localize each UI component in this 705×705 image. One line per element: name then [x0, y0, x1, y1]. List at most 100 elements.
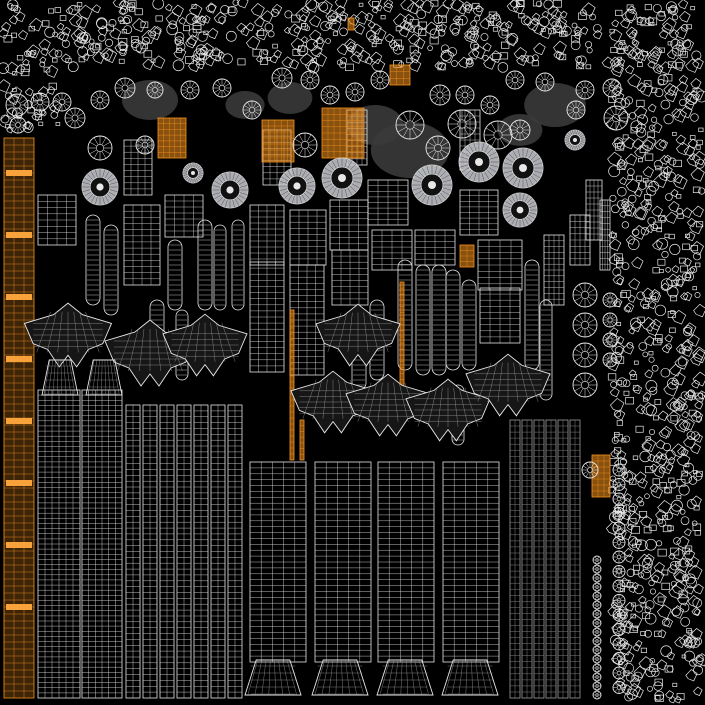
fin-shape	[465, 353, 551, 417]
fragment	[611, 60, 625, 74]
fragment	[509, 0, 520, 9]
fragment	[673, 174, 688, 190]
wheel-spokes	[613, 565, 625, 578]
fragment-rect	[516, 0, 525, 7]
fragment	[694, 400, 704, 410]
wheel-spokes	[582, 462, 598, 478]
fragment	[644, 335, 655, 347]
fragment	[690, 167, 705, 182]
fragment-circle	[680, 616, 690, 627]
fragment	[614, 456, 628, 470]
capsule-lines	[169, 244, 181, 306]
wheel-shape	[572, 372, 598, 398]
fragment	[690, 78, 702, 90]
wheel-spokes	[593, 682, 601, 690]
fragment	[373, 27, 387, 41]
fragment-circle	[575, 56, 583, 63]
wheel-shape	[447, 109, 477, 139]
fragment-circle	[120, 0, 127, 7]
fragment	[640, 515, 653, 528]
fragment-rect	[78, 56, 86, 63]
fragment	[452, 15, 461, 24]
fragment-circle	[665, 267, 671, 273]
column-circle-small	[592, 663, 602, 673]
fragment	[628, 31, 637, 40]
wheel-spokes	[593, 628, 601, 636]
column-circle-small	[592, 681, 602, 691]
fragment-circle	[339, 27, 348, 37]
fragment-circle	[457, 15, 468, 26]
fragment-rect	[669, 327, 676, 334]
fragment	[0, 79, 11, 93]
panel-grid-lines	[570, 420, 580, 698]
fragment	[523, 16, 533, 26]
fragment-circle	[520, 15, 531, 26]
fragment-circle	[634, 604, 643, 613]
wheel-spokes	[593, 610, 601, 618]
fragment-circle	[625, 9, 638, 21]
fragment	[668, 552, 676, 560]
fragment	[672, 371, 686, 386]
fragment-rect	[645, 297, 651, 303]
fragment-circle	[669, 481, 678, 489]
fragment-circle	[0, 114, 10, 124]
fragment	[412, 24, 424, 35]
wheel-spokes	[91, 91, 109, 109]
fragment	[693, 303, 705, 318]
wheel-spokes	[593, 592, 601, 600]
fragment-circle	[624, 96, 634, 105]
fragment	[640, 401, 656, 417]
fragment	[73, 36, 87, 49]
fragment-rect	[671, 379, 678, 385]
fragment	[665, 690, 674, 700]
fragment-rect	[686, 24, 692, 30]
fragment	[188, 3, 203, 17]
column-circle-small	[592, 645, 602, 655]
fragment-circle	[660, 99, 671, 110]
panel-grid-lines	[546, 420, 556, 698]
capsule-panel	[103, 224, 119, 316]
column-circle-small	[592, 654, 602, 664]
fragment-rect	[614, 301, 621, 307]
fragment	[45, 64, 59, 78]
fragment-rect	[541, 27, 546, 32]
panel-grid-lines	[38, 195, 76, 245]
fragment-circle	[653, 455, 661, 463]
fragment-rect	[655, 694, 664, 702]
column-circle-small	[592, 582, 602, 592]
fragment	[304, 59, 319, 73]
fragment-circle	[451, 28, 460, 36]
fragment-rect	[654, 399, 662, 405]
fragment	[681, 410, 689, 419]
fragment-circle	[653, 159, 663, 169]
column-circle-small	[592, 591, 602, 601]
fragment-circle	[690, 266, 698, 274]
fragment	[82, 53, 90, 61]
orange-strip-band	[6, 232, 32, 238]
fragment	[689, 241, 704, 256]
fragment	[40, 47, 49, 56]
tall-panel-d	[314, 461, 372, 663]
fragment	[690, 352, 704, 366]
fragment	[38, 38, 51, 51]
fragment	[435, 4, 450, 19]
column-circle-small	[592, 555, 602, 565]
fragment-rect	[28, 25, 35, 32]
wheel-shape	[602, 312, 618, 328]
fragment	[273, 49, 282, 58]
fragment-rect	[633, 360, 639, 365]
fragment	[70, 28, 86, 43]
fragment	[632, 686, 644, 698]
fragment-circle	[679, 558, 689, 568]
ring-center	[516, 206, 524, 214]
wheel-spokes	[613, 478, 625, 491]
nozzle-shapes	[41, 359, 499, 696]
fragment	[472, 25, 480, 33]
fragment	[632, 206, 647, 221]
fragment-circle	[570, 40, 581, 51]
nozzle-mesh	[247, 659, 297, 696]
fragment-circle	[617, 377, 627, 387]
fragment	[691, 150, 705, 166]
fragment-circle	[6, 107, 17, 118]
wheel-shape	[87, 135, 113, 161]
